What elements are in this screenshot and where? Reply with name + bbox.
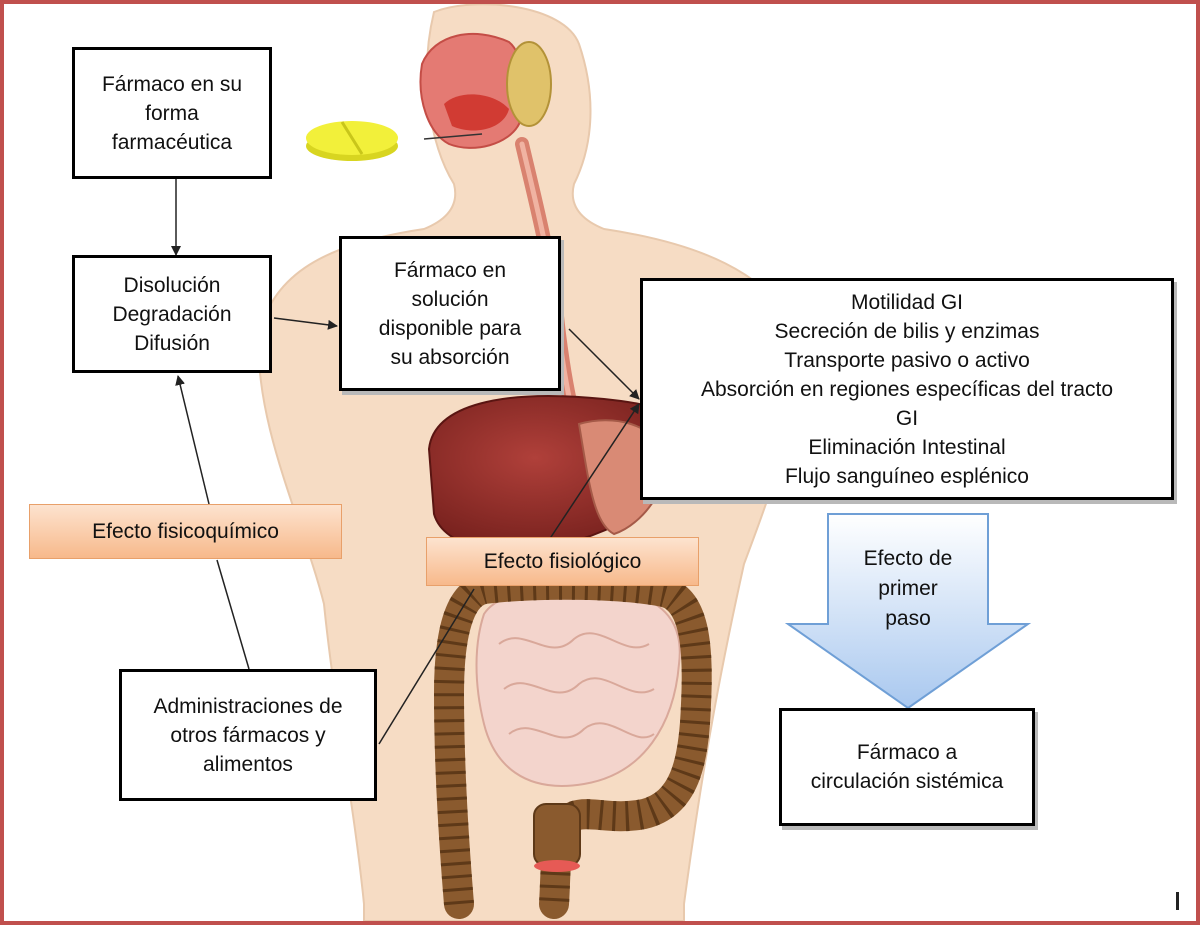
processes-line: Disolución [123,273,221,297]
drug-in-solution-line: su absorción [390,345,510,369]
rectum [533,803,581,867]
dosage-form-box: Fármaco en su forma farmacéutica [72,47,272,179]
gi-factor-line: Absorción en regiones específicas del tr… [700,377,1114,401]
gi-factor-line: GI [895,406,919,430]
connector-solution-to-gi [568,328,640,400]
dosage-form-line: forma [145,101,199,125]
processes-box: Disolución Degradación Difusión [72,255,272,373]
gi-factor-line: Transporte pasivo o activo [784,348,1030,372]
first-pass-line: paso [885,607,931,630]
first-pass-label: Efecto de primer paso [830,544,986,634]
systemic-line: Fármaco a [856,741,958,764]
other-drugs-line: Administraciones de [153,694,343,718]
first-pass-arrow [784,513,1032,710]
drug-in-solution-line: disponible para [378,316,522,340]
tablet-pointer-line [423,133,483,140]
processes-line: Difusión [134,331,210,355]
gi-factors-box: Motilidad GI Secreción de bilis y enzima… [640,278,1174,500]
gi-factor-line: Secreción de bilis y enzimas [774,319,1040,343]
anatomy-illustration [171,4,1179,921]
other-drugs-box: Administraciones de otros fármacos y ali… [119,669,377,801]
drug-in-solution-line: solución [411,287,489,311]
drug-in-solution-line: Fármaco en [393,258,507,282]
first-pass-line: primer [878,577,938,600]
connector-processes-to-solution [273,317,338,330]
gi-factor-line: Flujo sanguíneo esplénico [784,464,1029,488]
tablet-illustration [306,121,398,161]
connector-physio-to-gi [548,403,640,541]
processes-line: Degradación [112,302,232,326]
tongue [444,94,509,131]
systemic-circulation-box: Fármaco a circulación sistémica [779,708,1035,826]
gi-factor-line: Eliminación Intestinal [808,435,1006,459]
connector-physchem-to-processes [175,375,210,505]
physicochemical-effect-tag: Efecto fisicoquímico [29,504,342,559]
other-drugs-line: alimentos [203,752,293,776]
physiological-effect-tag: Efecto fisiológico [426,537,699,586]
first-pass-line: Efecto de [863,547,953,570]
connector-other-to-physio [378,588,475,745]
systemic-line: circulación sistémica [810,770,1004,793]
dosage-form-line: Fármaco en su [101,72,243,96]
salivary-gland [506,41,552,127]
other-drugs-line: otros fármacos y [170,723,326,747]
dosage-form-line: farmacéutica [111,130,233,154]
connector-other-to-physchem [216,559,250,670]
gi-factor-line: Motilidad GI [850,290,964,314]
drug-in-solution-box: Fármaco en solución disponible para su a… [339,236,561,391]
